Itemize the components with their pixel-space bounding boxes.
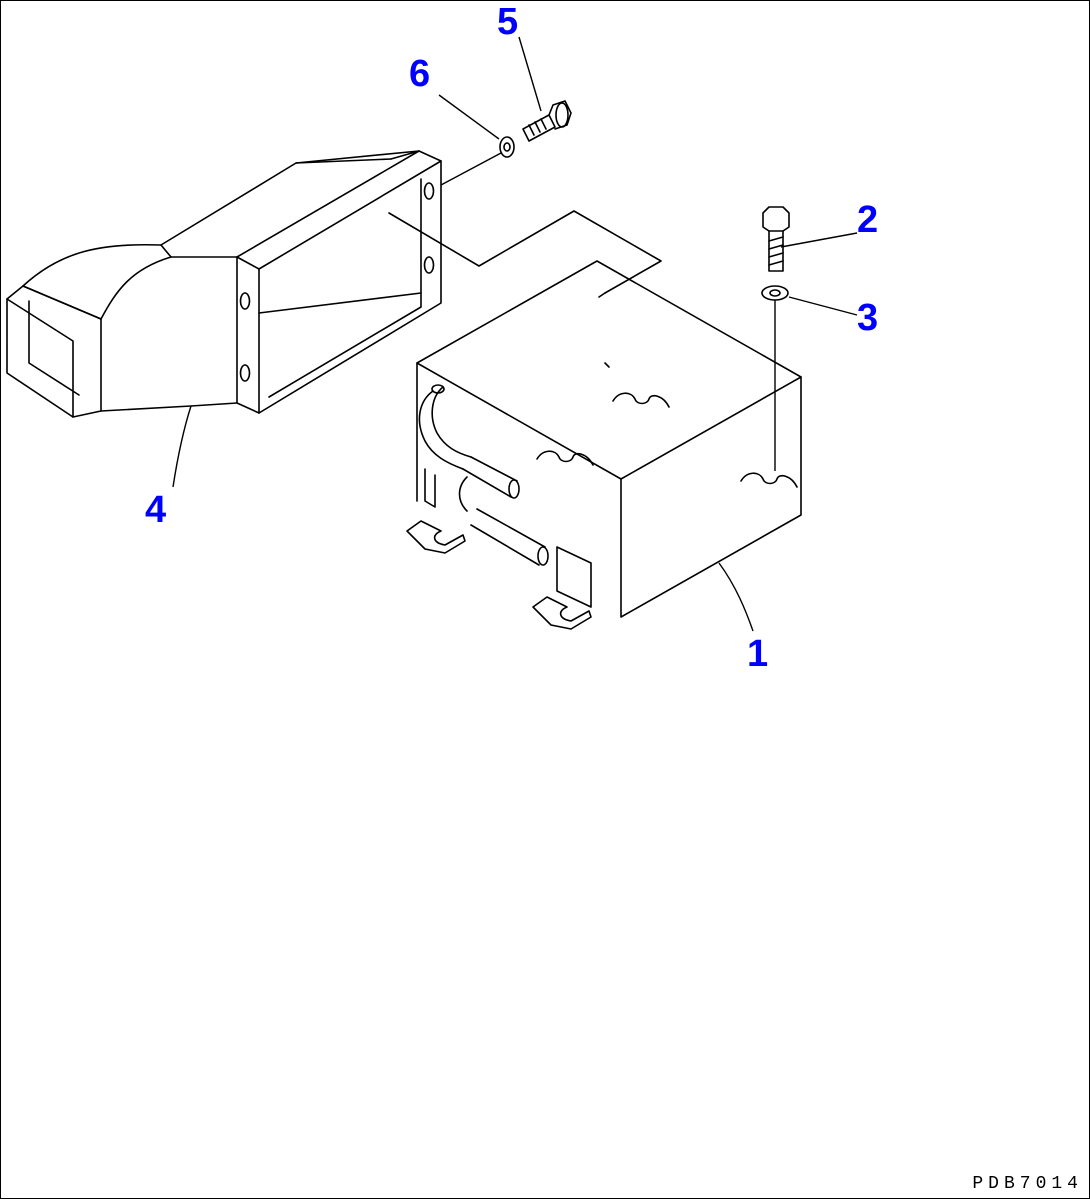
callout-1: 1 <box>747 633 769 675</box>
washer-part-3 <box>761 285 789 471</box>
leader-6 <box>438 94 500 140</box>
washer-part-6 <box>440 136 515 186</box>
leader-4 <box>172 405 192 488</box>
callout-2: 2 <box>857 199 879 241</box>
leader-1 <box>718 562 754 632</box>
callout-6: 6 <box>409 53 431 95</box>
callout-3: 3 <box>857 297 879 339</box>
leader-2 <box>780 232 858 248</box>
bolt-part-5 <box>522 100 572 142</box>
callout-4: 4 <box>145 489 167 531</box>
heater-unit-part <box>388 210 802 630</box>
drawing-code: PDB7014 <box>972 1174 1083 1194</box>
leader-3 <box>788 296 858 316</box>
duct-part <box>6 150 442 418</box>
callout-5: 5 <box>497 1 519 43</box>
leader-lines <box>172 36 858 632</box>
leader-5 <box>518 36 542 112</box>
bolt-part <box>762 206 790 272</box>
